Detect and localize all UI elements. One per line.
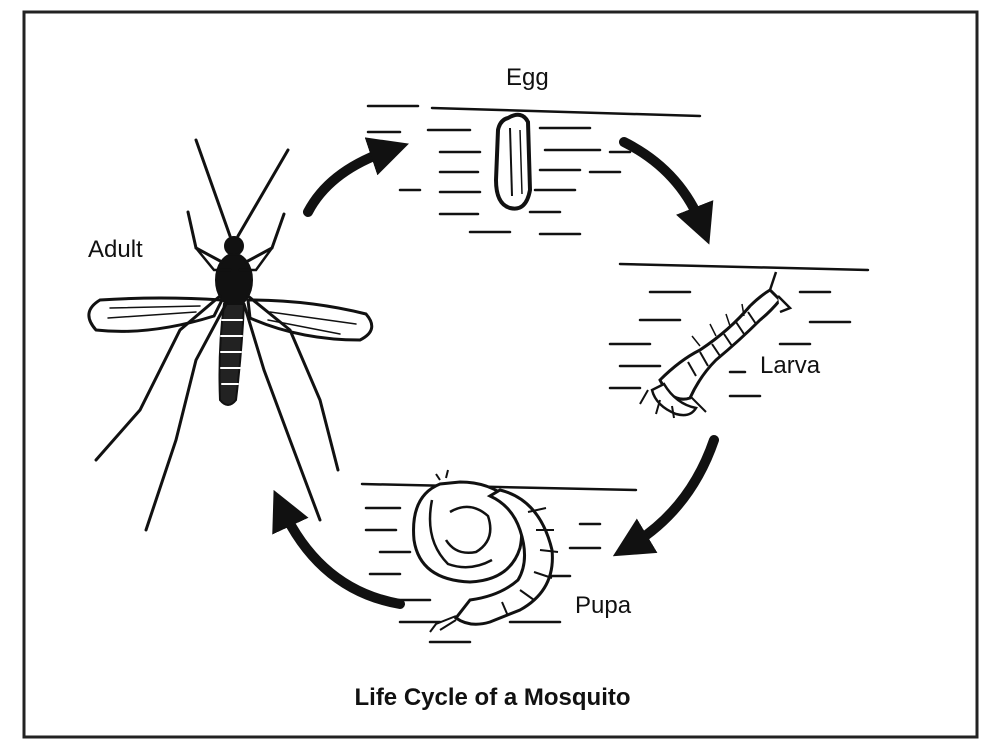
- stage-label-egg: Egg: [506, 64, 549, 92]
- diagram-title: Life Cycle of a Mosquito: [0, 684, 985, 712]
- stage-label-adult: Adult: [88, 236, 143, 264]
- stage-label-larva: Larva: [760, 352, 820, 380]
- stage-label-pupa: Pupa: [575, 592, 631, 620]
- diagram-title-text: Life Cycle of a Mosquito: [354, 684, 630, 711]
- egg-illustration: [496, 115, 530, 209]
